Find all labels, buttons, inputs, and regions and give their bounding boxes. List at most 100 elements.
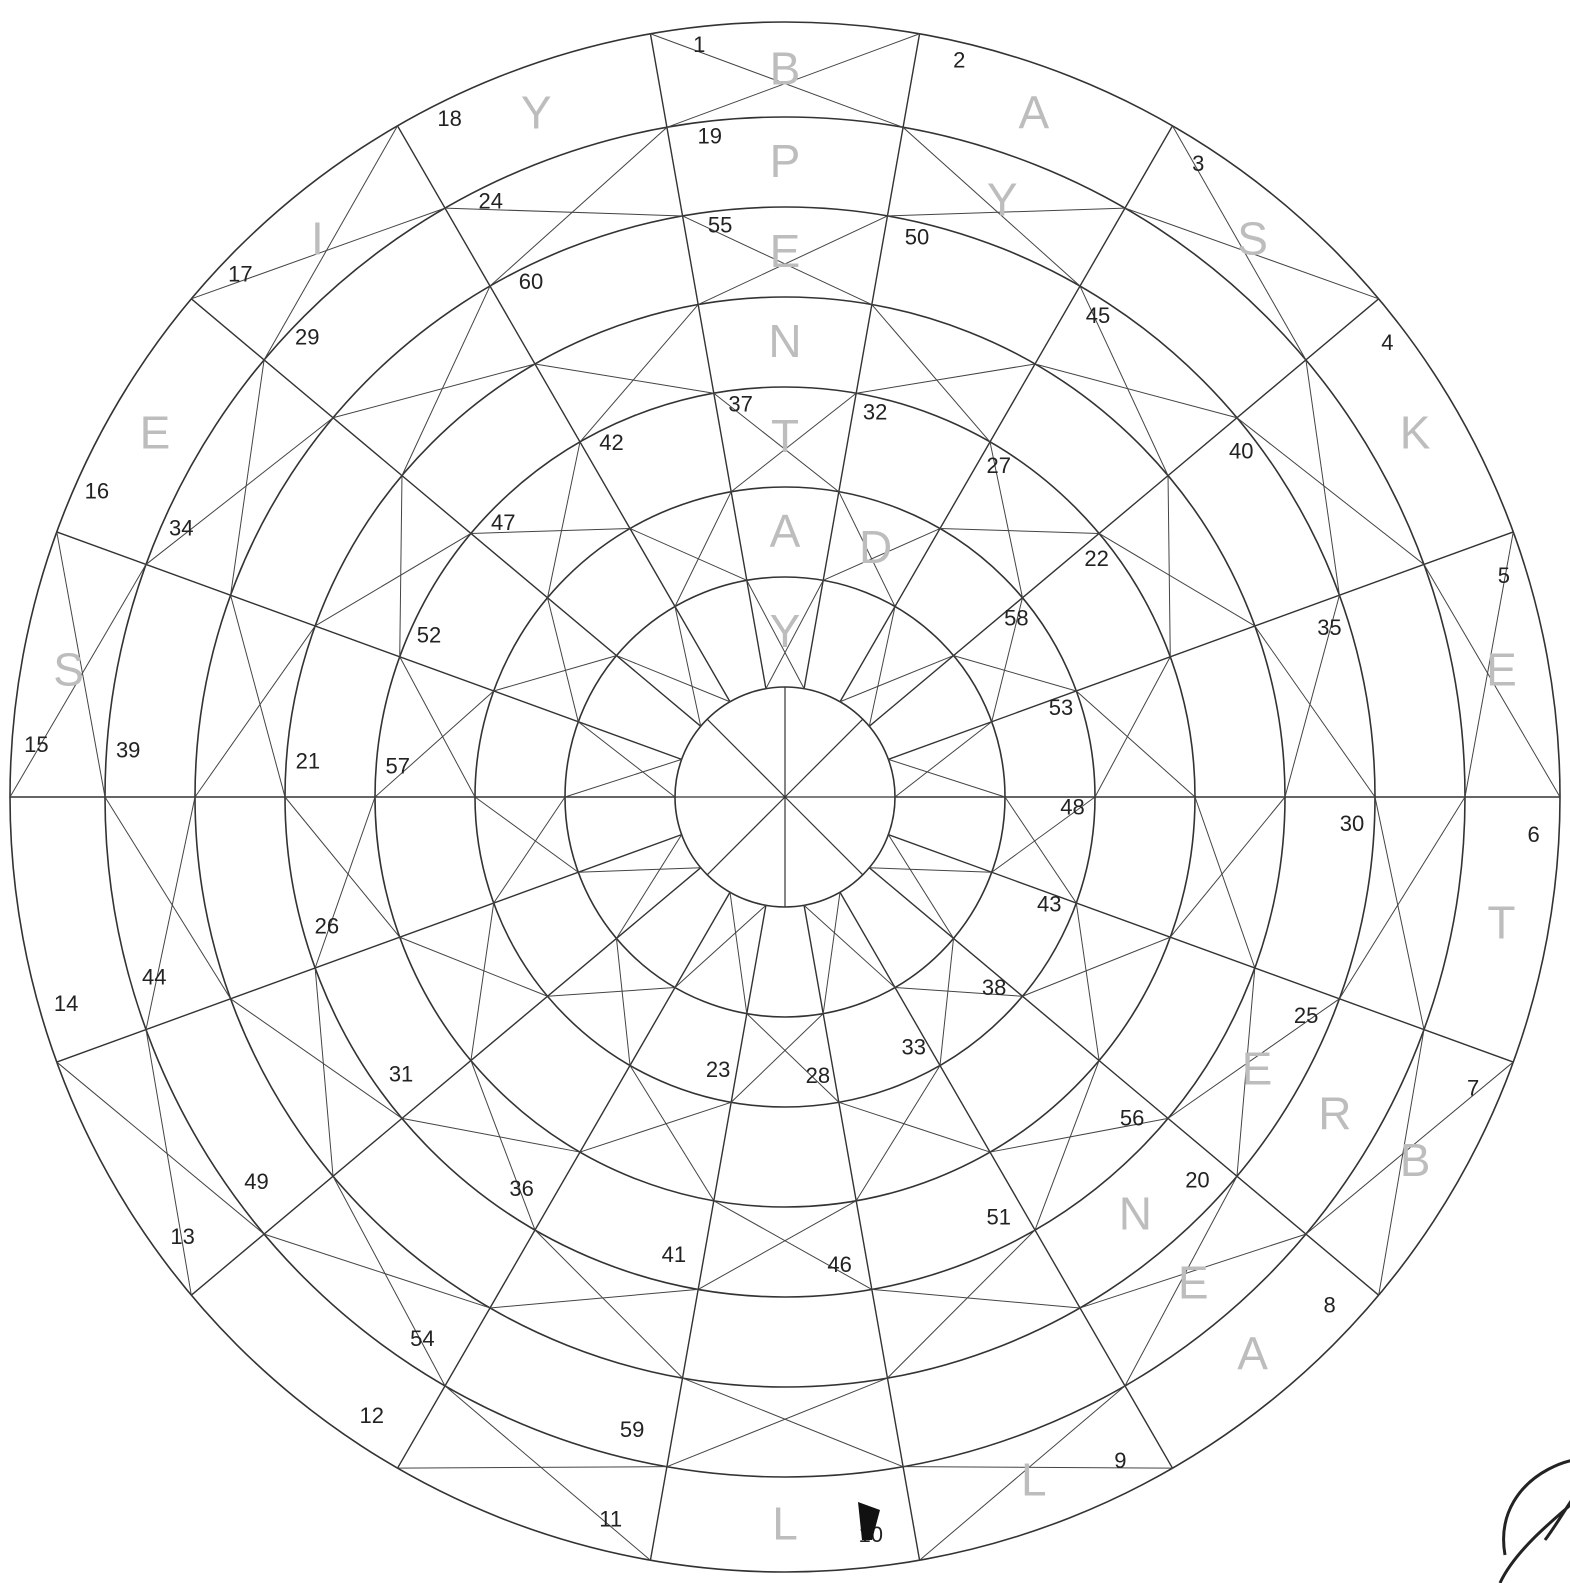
cross-diagonal [398, 1467, 667, 1469]
cell-letter: T [1487, 896, 1515, 948]
cross-diagonal [1076, 903, 1099, 1061]
clue-number: 33 [902, 1035, 926, 1060]
cross-diagonal [333, 364, 535, 418]
clue-number: 24 [479, 188, 503, 213]
cell-letter: K [1400, 406, 1431, 458]
cross-diagonal [667, 1378, 888, 1467]
cross-diagonal [578, 722, 675, 797]
cross-diagonal [315, 797, 375, 968]
cross-diagonal [565, 759, 682, 797]
cell-letter: N [1119, 1187, 1152, 1239]
cell-letter: E [140, 406, 171, 458]
cross-diagonal [400, 657, 475, 797]
clue-number: 47 [491, 510, 515, 535]
cell-letter: S [53, 644, 84, 696]
clue-number: 51 [987, 1205, 1011, 1230]
clue-number: 6 [1528, 822, 1540, 847]
clue-number: 29 [295, 325, 319, 350]
clue-number: 50 [905, 225, 929, 250]
cell-letter: B [1400, 1134, 1431, 1186]
cross-diagonal [535, 1230, 683, 1378]
cell-letter: E [1242, 1043, 1273, 1095]
clue-number: 31 [389, 1062, 413, 1087]
cross-diagonal [285, 797, 400, 937]
cell-letter: A [1237, 1327, 1268, 1379]
cross-diagonal [315, 533, 471, 626]
cross-diagonal [490, 1289, 698, 1308]
cell-letter: E [770, 225, 801, 277]
clue-number: 39 [116, 738, 140, 763]
cell-letter: E [1486, 644, 1517, 696]
cross-diagonal [1237, 418, 1424, 565]
clue-number: 49 [244, 1169, 268, 1194]
clue-number: 18 [437, 106, 461, 131]
clue-number: 20 [1185, 1168, 1209, 1193]
cell-letter: A [770, 505, 801, 557]
clue-number: 40 [1229, 439, 1253, 464]
cell-letter: L [1021, 1454, 1047, 1506]
clue-number: 46 [827, 1252, 851, 1277]
clue-number: 41 [662, 1242, 686, 1267]
cell-letter: A [1018, 86, 1049, 138]
cross-diagonal [730, 892, 747, 1013]
clue-number: 52 [417, 623, 441, 648]
cell-letter: Y [521, 86, 552, 138]
spoke-line [57, 532, 682, 759]
cell-letter: R [1318, 1088, 1351, 1140]
clue-number: 45 [1086, 303, 1110, 328]
cross-diagonal [146, 797, 195, 1030]
cross-diagonal [823, 892, 840, 1013]
cross-diagonal [856, 364, 1035, 393]
cross-diagonal [675, 492, 731, 607]
cross-diagonal [839, 1102, 990, 1152]
center-spoke [785, 719, 863, 797]
cross-diagonal [400, 476, 402, 657]
cross-diagonal [548, 598, 579, 722]
clue-number: 28 [806, 1063, 830, 1088]
clue-number: 36 [509, 1176, 533, 1201]
cross-diagonal [840, 656, 954, 702]
clue-number: 1 [693, 32, 705, 57]
clue-number: 22 [1084, 546, 1108, 571]
cross-diagonal [888, 759, 1005, 797]
clue-number: 11 [599, 1506, 622, 1531]
clue-number: 35 [1317, 615, 1341, 640]
cell-letter: P [770, 135, 801, 187]
cell-letter: B [770, 43, 801, 95]
clue-number: 21 [296, 748, 320, 773]
cross-diagonal [869, 868, 991, 873]
cross-diagonal [954, 656, 1077, 691]
center-spoke [707, 797, 785, 875]
clue-number: 42 [599, 430, 623, 455]
cross-diagonal [490, 127, 667, 286]
clue-number: 25 [1294, 1003, 1318, 1028]
cross-diagonal [231, 595, 285, 797]
cell-letter: S [1237, 213, 1268, 265]
clue-number: 7 [1467, 1075, 1479, 1100]
clue-number: 44 [142, 965, 166, 990]
cross-diagonal [616, 656, 730, 702]
cell-letter: Y [987, 173, 1018, 225]
clue-number: 8 [1323, 1293, 1335, 1318]
cell-letter: N [768, 315, 801, 367]
cell-letter: E [1178, 1256, 1209, 1308]
cross-diagonal [105, 797, 231, 999]
cross-diagonal [57, 1062, 264, 1234]
spoke-line [888, 532, 1513, 759]
clue-number: 26 [315, 913, 339, 938]
cross-diagonal [580, 305, 698, 442]
cross-diagonal [548, 988, 675, 997]
cross-diagonal [548, 442, 580, 598]
clue-number: 2 [953, 48, 965, 73]
center-spoke [707, 719, 785, 797]
cross-diagonal [940, 529, 1099, 534]
cross-diagonal [494, 797, 565, 903]
cross-diagonal [616, 835, 681, 939]
cross-diagonal [887, 1230, 1035, 1378]
cross-diagonal [1099, 533, 1255, 626]
clue-number: 32 [863, 400, 887, 425]
signature-mark [1500, 1459, 1570, 1583]
cross-diagonal [675, 905, 766, 987]
spoke-line [398, 892, 731, 1468]
